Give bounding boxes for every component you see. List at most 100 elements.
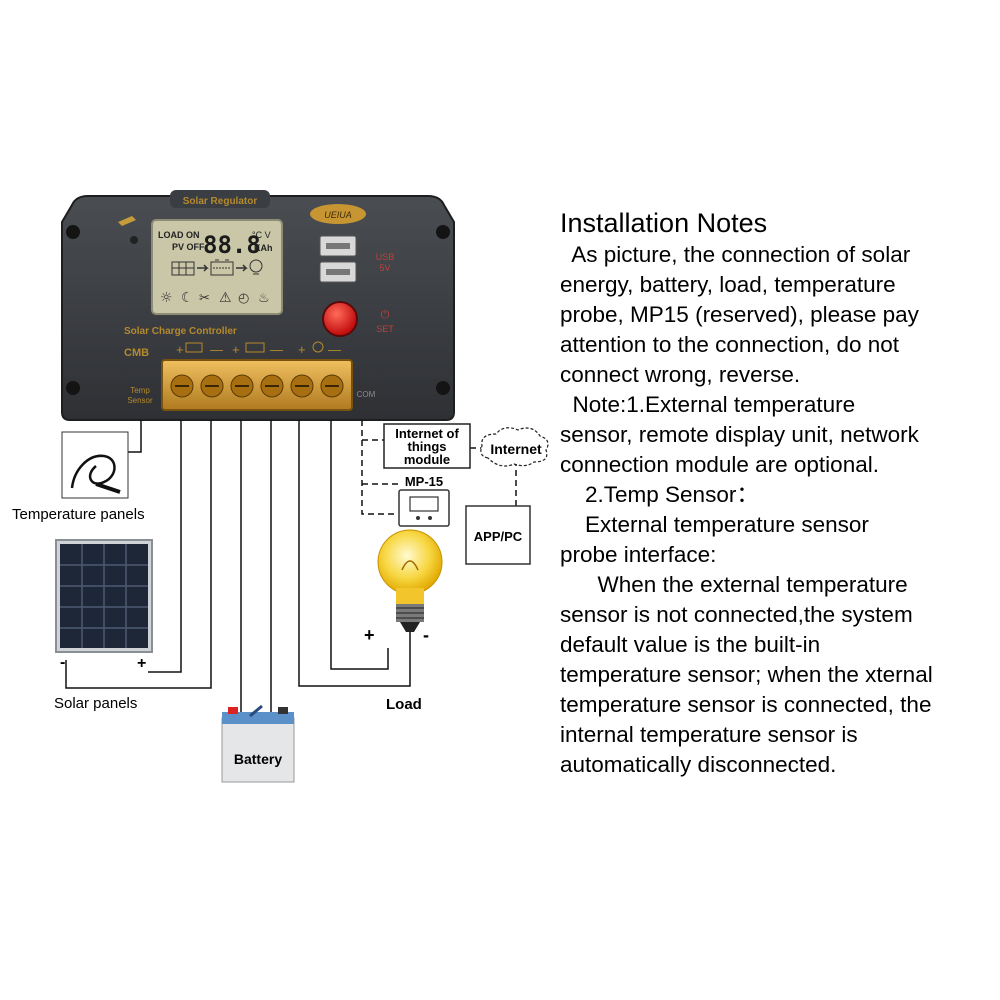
- status-led: [130, 236, 138, 244]
- internet-cloud-icon: [480, 427, 549, 467]
- lcd-sun-icon: ☼: [160, 290, 173, 306]
- notes-line: sensor, remote display unit, network: [560, 422, 919, 447]
- svg-text:—: —: [270, 342, 283, 357]
- lcd-thermometer-icon: ♨: [258, 291, 270, 306]
- controller-label: Solar Charge Controller: [124, 326, 237, 337]
- usb-voltage-label: 5V: [379, 263, 390, 273]
- battery-image: [221, 704, 295, 783]
- notes-line: As picture, the connection of solar: [560, 242, 911, 267]
- temperature-panels-label: Temperature panels: [12, 506, 145, 523]
- top-label: Solar Regulator: [183, 196, 258, 207]
- load-symbol-icon: [312, 341, 324, 353]
- wires: [65, 420, 411, 712]
- lcd-battery-icon: [210, 259, 234, 276]
- svg-text:—: —: [328, 342, 341, 357]
- solar-minus-wire: [65, 420, 212, 689]
- iot-module-label: Internet of: [395, 426, 459, 441]
- mp15-display-icon: [398, 489, 450, 527]
- notes-line: temperature sensor is connected, the: [560, 692, 932, 717]
- set-button[interactable]: [322, 301, 358, 337]
- light-bulb-icon: [377, 529, 443, 632]
- lcd-pv-off: PV OFF: [172, 242, 205, 252]
- lcd-arrow-icon: [197, 264, 209, 272]
- notes-line: default value is the built-in: [560, 632, 821, 657]
- charge-controller: Solar Regulator UEIUA LOAD ON PV OFF 88.…: [61, 190, 455, 421]
- notes-line: temperature sensor; when the xternal: [560, 662, 933, 687]
- pv-symbol-icon: [185, 342, 203, 353]
- notes-line: automatically disconnected.: [560, 752, 837, 777]
- lcd-moon-icon: ☾: [181, 290, 194, 306]
- solar-plus-wire: [148, 420, 182, 673]
- wrench-logo-icon: [118, 216, 136, 226]
- power-icon: ⏻: [381, 308, 390, 321]
- mp15-label: MP-15: [405, 474, 443, 489]
- load-minus-wire: [330, 420, 389, 670]
- usb-label: USB: [376, 252, 395, 262]
- notes-line: attention to the connection, do not: [560, 332, 900, 357]
- solar-panel-image: [55, 539, 153, 653]
- app-pc-label: APP/PC: [474, 529, 523, 544]
- terminal-block: [161, 359, 353, 411]
- model-label: CMB: [124, 347, 149, 359]
- lcd-pv-icon: [171, 261, 195, 276]
- notes-line: Note:1.External temperature: [560, 392, 856, 417]
- load-label: Load: [386, 696, 422, 713]
- load-plus-label: +: [364, 625, 375, 645]
- lcd-clock-icon: ◴: [238, 291, 249, 306]
- notes-title: Installation Notes: [560, 208, 768, 238]
- temp-sensor-label: Temp: [130, 386, 150, 395]
- battery-label: Battery: [234, 751, 282, 767]
- notes-line: sensor is not connected,the system: [560, 602, 913, 627]
- iot-module-label: things: [408, 439, 447, 454]
- temp-sensor-label: Sensor: [127, 396, 153, 405]
- notes-line: energy, battery, load, temperature: [560, 272, 896, 297]
- notes-line: probe, MP15 (reserved), please pay: [560, 302, 919, 327]
- optional-dashed-wires: [361, 420, 517, 515]
- notes-line: probe interface:: [560, 542, 717, 567]
- lcd-digits: 88.8: [203, 231, 261, 259]
- lcd-unit-kah: KAh: [254, 243, 273, 253]
- svg-text:+: +: [232, 342, 240, 357]
- svg-text:—: —: [210, 342, 223, 357]
- lcd-screen: [151, 219, 283, 315]
- temp-sensor-wire: [128, 420, 142, 453]
- app-pc-box: [465, 505, 531, 565]
- installation-notes: Installation Notes As picture, the conne…: [560, 206, 996, 780]
- notes-body: As picture, the connection of solar energ…: [560, 240, 996, 780]
- terminal-screws: [170, 374, 344, 398]
- mount-hole: [66, 381, 80, 395]
- mount-hole: [436, 381, 450, 395]
- brand-logo: UEIUA: [324, 210, 352, 220]
- mount-hole: [436, 225, 450, 239]
- iot-module-label: module: [404, 452, 450, 467]
- lcd-load-on: LOAD ON: [158, 230, 200, 240]
- lcd-arrow-icon: [236, 264, 248, 272]
- notes-line: internal temperature sensor is: [560, 722, 858, 747]
- com-label: COM: [357, 390, 376, 399]
- battery-symbol-icon: [245, 342, 265, 353]
- load-plus-wire: [298, 420, 411, 687]
- terminal-symbols: + — + — + —: [176, 342, 341, 357]
- lcd-unit-temp: °C V: [252, 230, 271, 240]
- solar-panels-label: Solar panels: [54, 695, 137, 712]
- internet-label: Internet: [490, 441, 542, 457]
- solar-minus-label: -: [60, 654, 65, 671]
- iot-module-box: [383, 423, 471, 469]
- temperature-probe-icon: [70, 454, 121, 494]
- notes-line: When the external temperature: [560, 572, 908, 597]
- notes-line: connect wrong, reverse.: [560, 362, 801, 387]
- notes-line: 2.Temp Sensor：: [560, 482, 759, 507]
- lcd-wrench-icon: ✂: [199, 291, 210, 306]
- lcd-warning-icon: ⚠: [219, 290, 232, 306]
- set-label: SET: [376, 324, 394, 334]
- lcd-bulb-icon: [249, 259, 263, 275]
- svg-text:+: +: [298, 342, 306, 357]
- notes-line: connection module are optional.: [560, 452, 879, 477]
- temperature-probe-frame: [61, 431, 129, 499]
- solar-plus-label: +: [137, 655, 146, 672]
- load-minus-label: -: [423, 625, 429, 645]
- svg-text:+: +: [176, 342, 184, 357]
- mount-hole: [66, 225, 80, 239]
- notes-line: External temperature sensor: [560, 512, 869, 537]
